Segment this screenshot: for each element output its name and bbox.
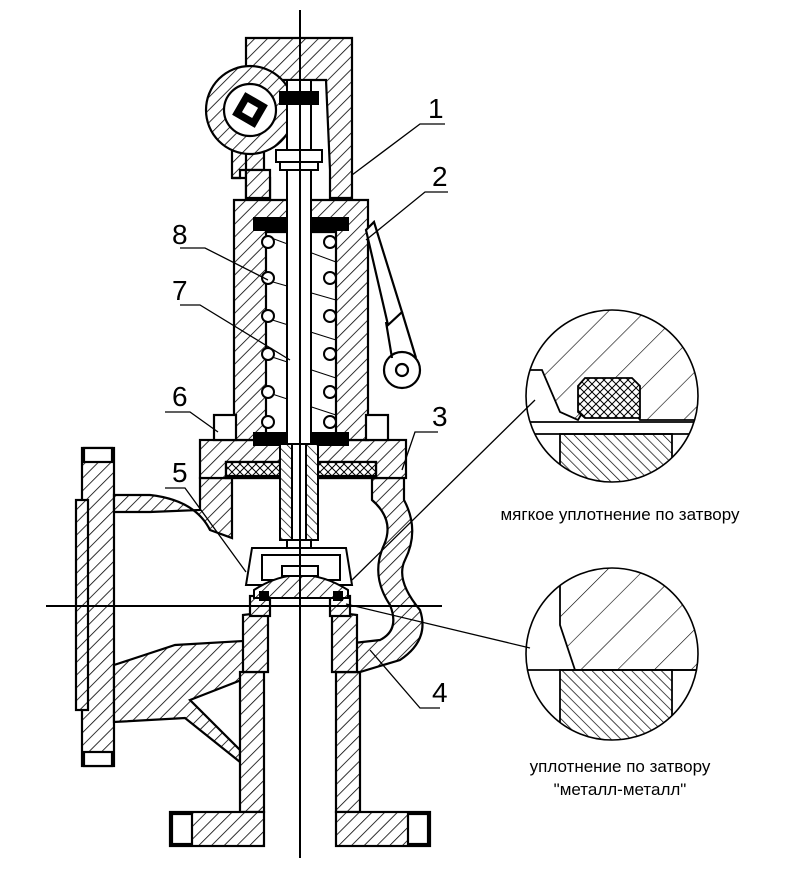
part-label-1: 1 <box>428 93 444 124</box>
part-label-6: 6 <box>172 381 188 412</box>
bonnet <box>212 198 390 442</box>
detail-soft-seal <box>525 309 699 483</box>
part-label-8: 8 <box>172 219 188 250</box>
caption-soft-seal: мягкое уплотнение по затвору <box>500 505 740 524</box>
part-label-2: 2 <box>432 161 448 192</box>
leader-lines <box>165 123 536 709</box>
lever-cam <box>204 64 296 156</box>
part-label-7: 7 <box>172 275 188 306</box>
part-label-3: 3 <box>432 401 448 432</box>
caption-metal-seal-line1: уплотнение по затвору <box>530 757 711 776</box>
part-label-5: 5 <box>172 457 188 488</box>
detail-metal-seal <box>525 567 699 741</box>
centerlines <box>46 10 442 858</box>
valve-body <box>74 438 432 848</box>
caption-metal-seal-line2: "металл-металл" <box>554 780 687 799</box>
lift-lever <box>364 219 422 390</box>
spring <box>261 235 337 429</box>
part-label-4: 4 <box>432 677 448 708</box>
